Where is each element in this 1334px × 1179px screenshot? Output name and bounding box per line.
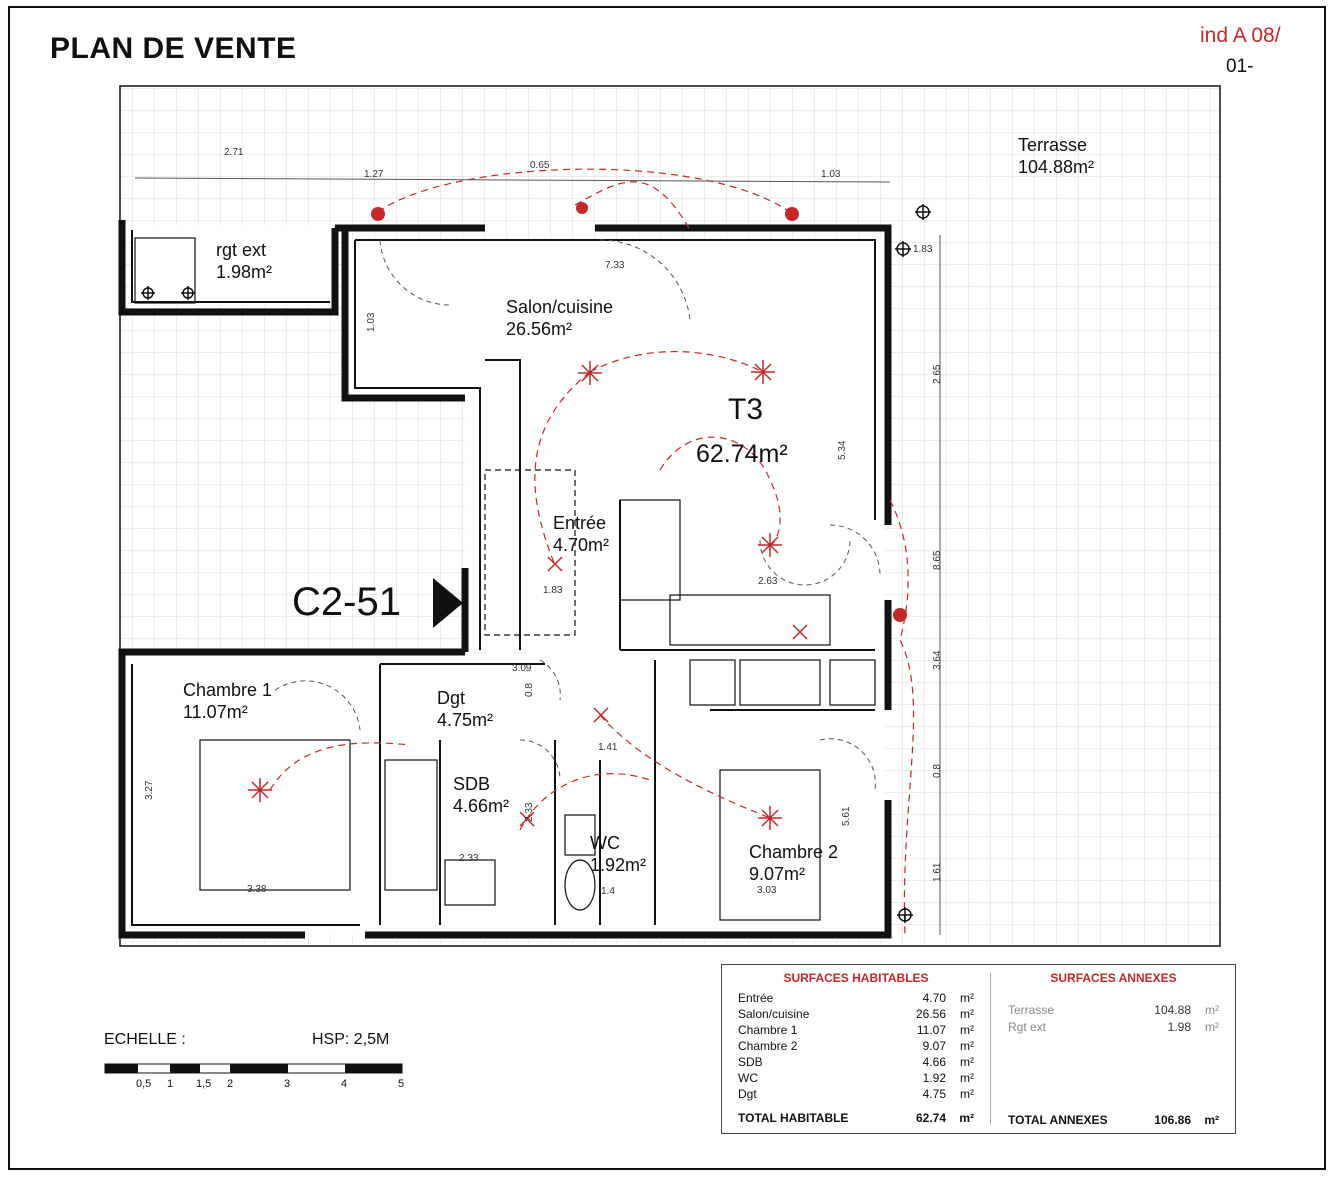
dimension-label: 3.09 [512,663,532,674]
page-title: PLAN DE VENTE [50,32,297,65]
surfaces-annexes-header: SURFACES ANNEXES [1050,971,1177,985]
scale-tick: 5 [398,1078,405,1090]
dimension-label: 5.34 [837,440,848,460]
electrical-circuits [269,168,915,936]
dimension-label: 5.61 [841,806,852,826]
dimension-label: 2.63 [758,576,778,587]
revision-index-suffix: 01- [1226,56,1254,77]
dimension-label: 1.03 [366,312,377,332]
lot-number: C2-51 [292,580,401,624]
dimension-label: 7.33 [605,260,625,271]
scale-tick: 0,5 [136,1078,152,1090]
furniture [134,237,876,921]
dimension-label: 2.33 [524,802,535,822]
dimension-label: 3.27 [144,780,155,800]
dimension-label: 1.27 [364,169,384,180]
exterior-walls [118,220,892,939]
revision-index: ind A 08/ [1200,24,1281,47]
dimension-label: 2.65 [932,364,943,384]
hsp-label: HSP: 2,5M [312,1031,390,1048]
scale-tick: 1,5 [196,1078,212,1090]
dimension-label: 3.38 [247,884,267,895]
apartment-type: T3 [728,393,764,426]
column-markers [141,204,931,923]
scale-label: ECHELLE : [104,1031,186,1048]
apartment-total-area: 62.74m² [696,440,788,468]
dimension-label: 1.41 [598,742,618,753]
dimension-label: 2.71 [224,147,244,158]
scale-tick: 2 [227,1078,234,1090]
dimension-label: 8.65 [932,550,943,570]
dimension-label: 1.83 [543,585,563,596]
dimension-label: 1.83 [913,244,933,255]
dimension-label: 1.03 [821,169,841,180]
table-divider [990,973,991,1125]
wall-lights [371,202,907,622]
dimension-label: 0.8 [524,683,535,697]
drawing-frame [8,6,1326,1170]
dimension-label: 0.8 [932,764,943,778]
scale-bar [104,1063,403,1074]
light-points [248,360,808,830]
scale-tick: 1 [167,1078,174,1090]
dimension-label: 0.65 [530,160,550,171]
dimension-label: 1.4 [601,886,615,897]
dimension-label: 3.03 [757,885,777,896]
dimension-label: 2.33 [459,853,479,864]
door-swings [274,239,881,791]
surfaces-habitables-header: SURFACES HABITABLES [783,971,929,985]
scale-tick: 4 [341,1078,348,1090]
hsp-value: 2,5M [353,1031,390,1048]
entry-arrow [433,578,463,628]
dimension-label: 3.64 [932,650,943,670]
dimension-label: 1.61 [932,862,943,882]
scale-tick: 3 [284,1078,291,1090]
